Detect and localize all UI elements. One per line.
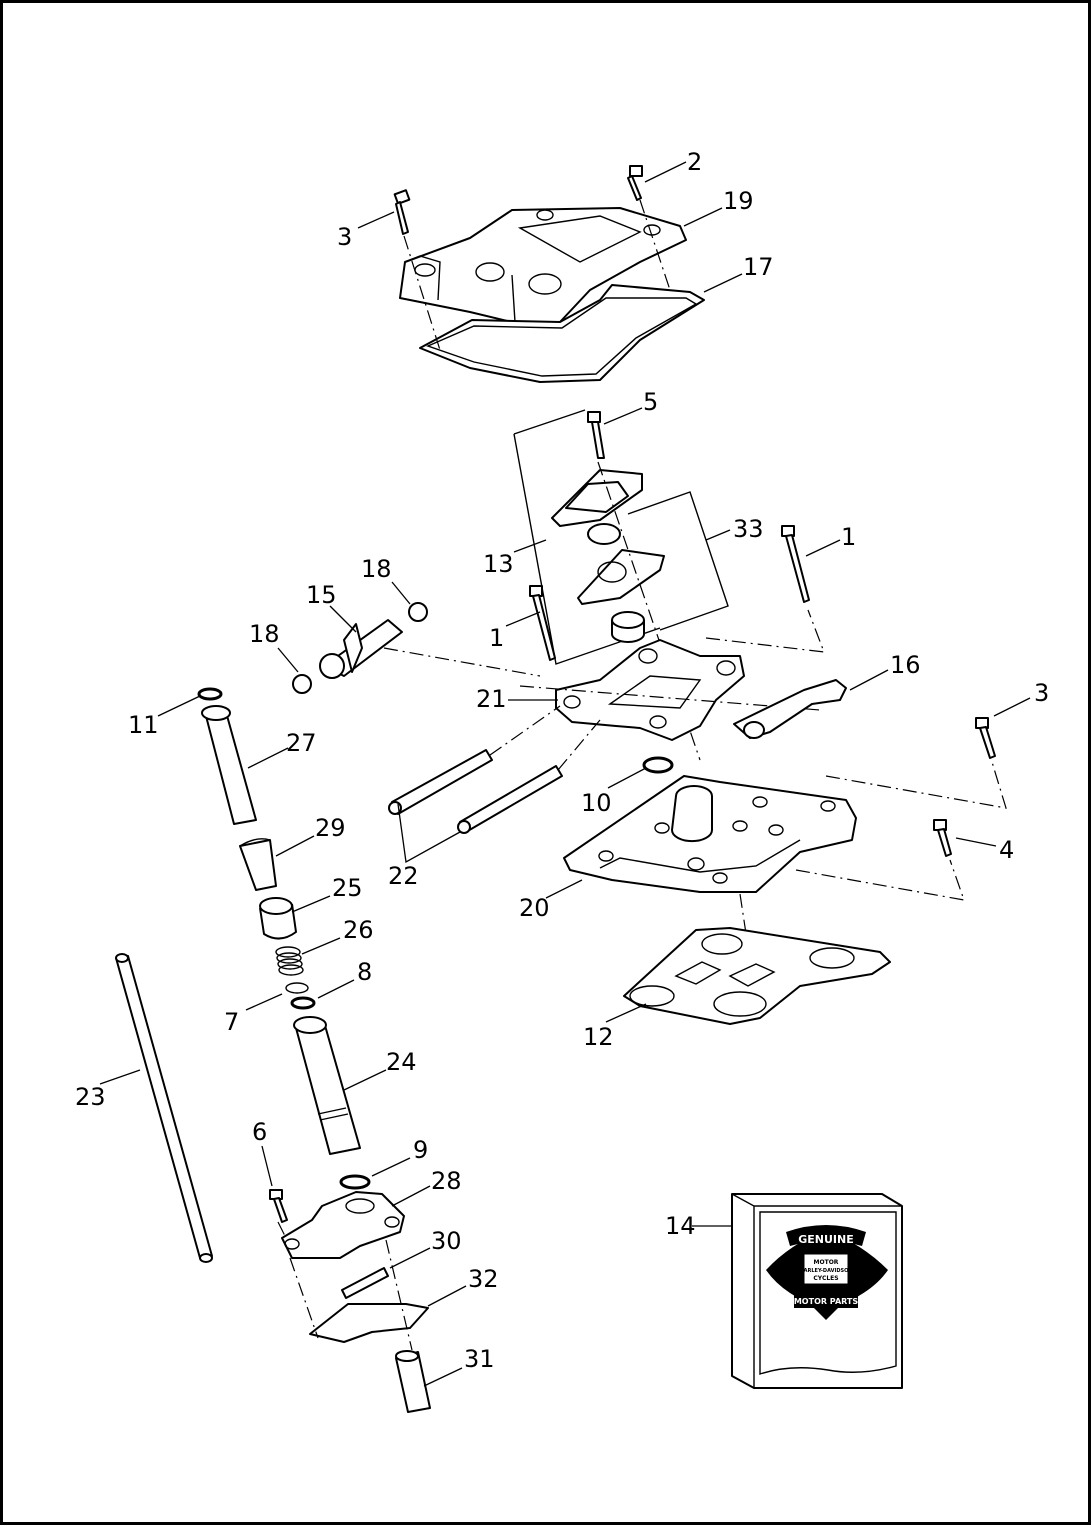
callout-3-top: 3 bbox=[337, 223, 352, 251]
filter-disc bbox=[587, 523, 621, 545]
logo-line-1: MOTOR bbox=[814, 1259, 839, 1266]
callout-19: 19 bbox=[723, 187, 754, 215]
breather-plate bbox=[577, 549, 665, 605]
o-ring-8 bbox=[290, 996, 316, 1010]
rocker-arm-15 bbox=[319, 619, 403, 679]
bushing-18-left bbox=[292, 674, 312, 694]
callout-15: 15 bbox=[306, 581, 337, 609]
lifter-block-gasket-32 bbox=[309, 1303, 429, 1343]
rocker-shafts-22 bbox=[388, 749, 563, 834]
callout-17: 17 bbox=[743, 253, 774, 281]
callout-7: 7 bbox=[224, 1008, 239, 1036]
spring-26 bbox=[275, 946, 304, 976]
callout-18-left: 18 bbox=[249, 620, 280, 648]
callout-29: 29 bbox=[315, 814, 346, 842]
callout-21: 21 bbox=[476, 685, 507, 713]
dowel-pin-30 bbox=[341, 1267, 389, 1299]
bolt-3-right bbox=[975, 717, 996, 759]
callout-20: 20 bbox=[519, 894, 550, 922]
spring-cap-25 bbox=[259, 897, 297, 940]
logo-motor-parts: MOTOR PARTS bbox=[794, 1297, 859, 1306]
logo-line-2: HARLEY-DAVIDSON bbox=[799, 1268, 852, 1274]
breather-outline-33 bbox=[627, 491, 729, 631]
callout-26: 26 bbox=[343, 916, 374, 944]
callout-6: 6 bbox=[252, 1118, 267, 1146]
harley-davidson-logo: GENUINE MOTOR HARLEY-DAVIDSON CYCLES MOT… bbox=[766, 1225, 888, 1320]
callout-1-left: 1 bbox=[489, 624, 504, 652]
callout-5: 5 bbox=[643, 388, 658, 416]
o-ring-11 bbox=[197, 687, 223, 701]
callout-23: 23 bbox=[75, 1083, 106, 1111]
bolt-1-left bbox=[529, 585, 556, 661]
bolt-1-right bbox=[781, 525, 810, 603]
logo-genuine: GENUINE bbox=[798, 1233, 854, 1246]
callout-2: 2 bbox=[687, 148, 702, 176]
callout-25: 25 bbox=[332, 874, 363, 902]
callout-1-right: 1 bbox=[841, 523, 856, 551]
callout-18-right: 18 bbox=[361, 555, 392, 583]
bolt-4 bbox=[933, 819, 952, 857]
callout-33: 33 bbox=[733, 515, 764, 543]
leader-lines bbox=[99, 161, 1031, 1387]
rocker-support bbox=[555, 639, 745, 741]
pushrod-cover-upper-27 bbox=[201, 705, 257, 825]
callout-12: 12 bbox=[583, 1023, 614, 1051]
pushrod-cover-lower-24 bbox=[293, 1016, 361, 1155]
rocker-cover-gasket bbox=[419, 284, 705, 383]
callout-11: 11 bbox=[128, 711, 159, 739]
bolt-6 bbox=[269, 1189, 288, 1223]
bushing-18-right bbox=[408, 602, 428, 622]
genuine-parts-box: GENUINE MOTOR HARLEY-DAVIDSON CYCLES MOT… bbox=[731, 1193, 903, 1389]
callout-4: 4 bbox=[999, 836, 1014, 864]
callout-9: 9 bbox=[413, 1136, 428, 1164]
cover-sleeve-29 bbox=[239, 838, 277, 891]
callout-13: 13 bbox=[483, 550, 514, 578]
callout-32: 32 bbox=[468, 1265, 499, 1293]
callout-27: 27 bbox=[286, 729, 317, 757]
callout-22: 22 bbox=[388, 862, 419, 890]
callout-10: 10 bbox=[581, 789, 612, 817]
rocker-cover bbox=[399, 207, 687, 325]
lower-housing-gasket bbox=[623, 927, 891, 1025]
bolt-2 bbox=[627, 165, 643, 201]
washer-7 bbox=[285, 982, 309, 994]
callout-8: 8 bbox=[357, 958, 372, 986]
bolt-3-top bbox=[393, 189, 411, 235]
callout-16: 16 bbox=[890, 651, 921, 679]
o-ring-9 bbox=[339, 1174, 371, 1190]
bolt-5 bbox=[587, 411, 605, 459]
logo-line-3: CYCLES bbox=[813, 1275, 838, 1282]
hydraulic-lifter-31 bbox=[395, 1350, 431, 1413]
callout-28: 28 bbox=[431, 1167, 462, 1195]
pushrod-23 bbox=[115, 953, 213, 1263]
callout-14: 14 bbox=[665, 1212, 696, 1240]
callout-24: 24 bbox=[386, 1048, 417, 1076]
callout-labels: 1 1 2 3 3 4 5 6 7 8 9 10 11 12 13 14 15 … bbox=[75, 148, 1049, 1373]
callout-31: 31 bbox=[464, 1345, 495, 1373]
callout-30: 30 bbox=[431, 1227, 462, 1255]
o-ring-10 bbox=[642, 756, 674, 774]
callout-3-right: 3 bbox=[1034, 679, 1049, 707]
rocker-arm-16 bbox=[733, 679, 847, 739]
breather-cylinder bbox=[611, 611, 645, 643]
